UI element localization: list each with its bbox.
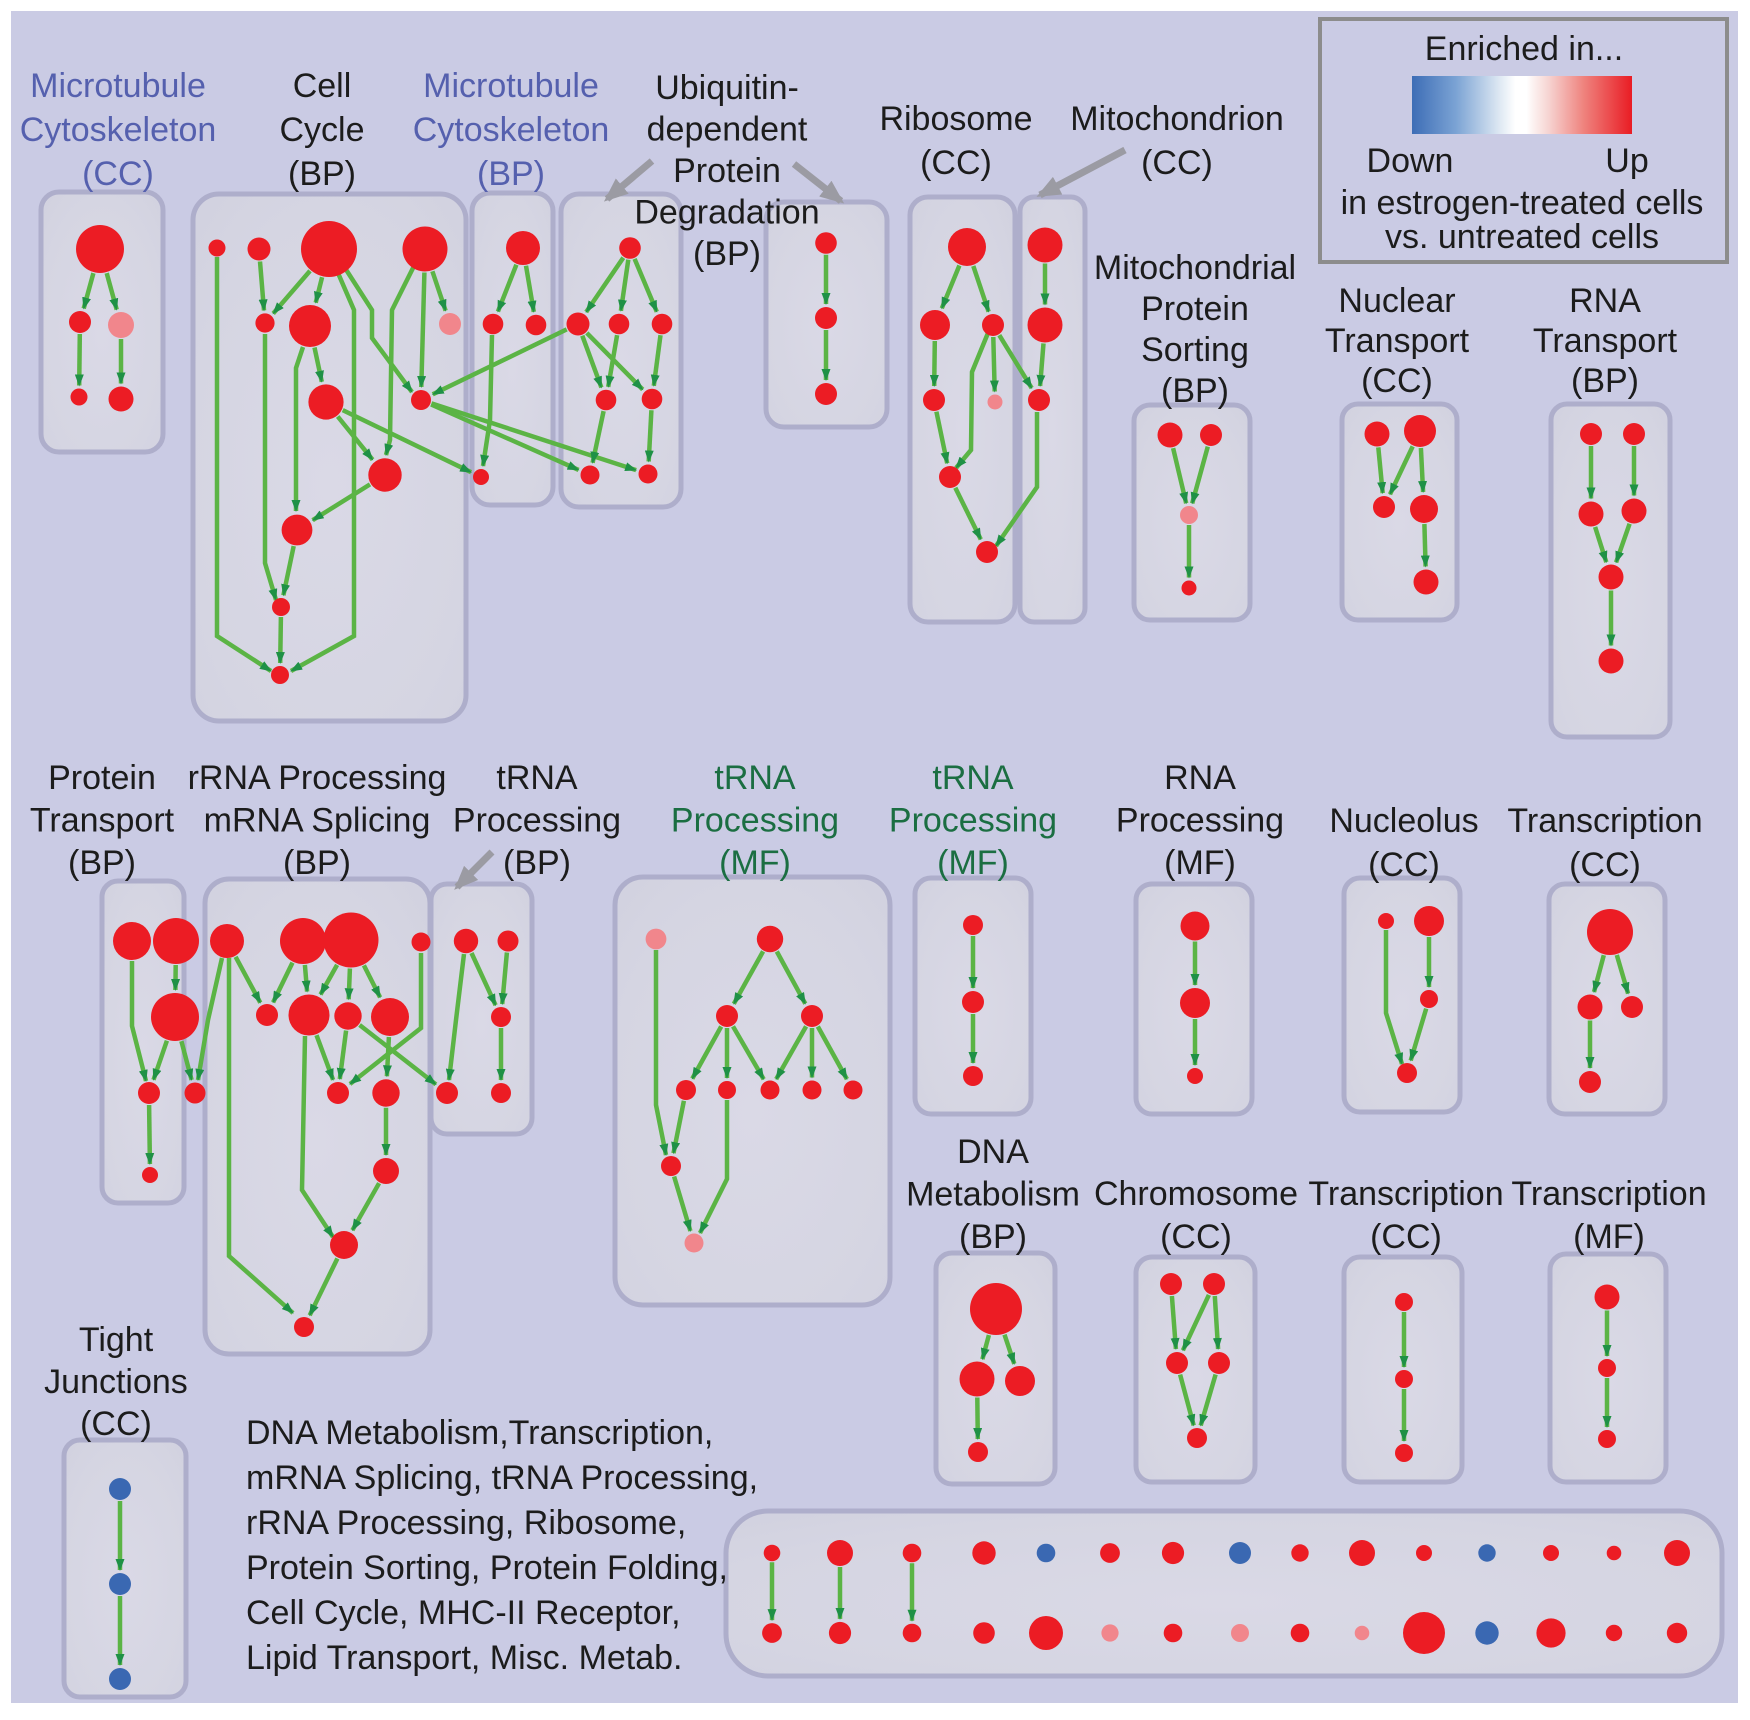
svg-text:Microtubule: Microtubule — [423, 67, 599, 105]
svg-text:Microtubule: Microtubule — [30, 67, 206, 105]
svg-text:Enriched in...: Enriched in... — [1425, 30, 1623, 68]
svg-text:Transcription: Transcription — [1308, 1175, 1503, 1213]
svg-text:rRNA Processing, Ribosome,: rRNA Processing, Ribosome, — [246, 1504, 686, 1542]
svg-text:Transport: Transport — [1533, 322, 1678, 360]
svg-text:(CC): (CC) — [82, 155, 154, 193]
svg-text:RNA: RNA — [1164, 759, 1236, 797]
svg-text:(BP): (BP) — [503, 844, 571, 882]
svg-text:Sorting: Sorting — [1141, 331, 1249, 369]
svg-text:Processing: Processing — [671, 802, 839, 840]
svg-text:tRNA: tRNA — [496, 759, 578, 797]
svg-text:Cell Cycle, MHC-II Receptor,: Cell Cycle, MHC-II Receptor, — [246, 1594, 681, 1632]
svg-text:(BP): (BP) — [1571, 362, 1639, 400]
svg-text:Transport: Transport — [30, 802, 175, 840]
svg-text:mRNA Splicing: mRNA Splicing — [204, 802, 431, 840]
svg-text:Transcription: Transcription — [1507, 802, 1702, 840]
svg-text:Tight: Tight — [79, 1321, 154, 1359]
svg-text:Processing: Processing — [453, 802, 621, 840]
svg-text:Transcription: Transcription — [1511, 1175, 1706, 1213]
svg-text:Metabolism: Metabolism — [906, 1176, 1080, 1214]
svg-text:(CC): (CC) — [1141, 144, 1213, 182]
svg-text:in estrogen-treated cells: in estrogen-treated cells — [1341, 184, 1704, 222]
svg-text:(CC): (CC) — [1370, 1218, 1442, 1256]
svg-text:(MF): (MF) — [719, 844, 791, 882]
svg-text:(BP): (BP) — [959, 1218, 1027, 1256]
svg-text:vs. untreated cells: vs. untreated cells — [1385, 218, 1659, 256]
svg-text:(BP): (BP) — [1161, 372, 1229, 410]
svg-text:(CC): (CC) — [1368, 846, 1440, 884]
svg-text:Cytoskeleton: Cytoskeleton — [20, 111, 217, 149]
svg-text:(BP): (BP) — [477, 155, 545, 193]
svg-text:Transport: Transport — [1325, 322, 1470, 360]
svg-text:Ribosome: Ribosome — [879, 100, 1032, 138]
svg-text:Lipid Transport, Misc. Metab.: Lipid Transport, Misc. Metab. — [246, 1639, 683, 1677]
svg-text:DNA Metabolism,Transcription,: DNA Metabolism,Transcription, — [246, 1414, 713, 1452]
svg-text:RNA: RNA — [1569, 282, 1641, 320]
svg-text:(BP): (BP) — [693, 235, 761, 273]
svg-text:Processing: Processing — [1116, 802, 1284, 840]
svg-text:Cell: Cell — [293, 67, 352, 105]
svg-text:Protein: Protein — [48, 759, 156, 797]
svg-text:(CC): (CC) — [1361, 362, 1433, 400]
svg-text:dependent: dependent — [647, 111, 808, 149]
svg-text:Cycle: Cycle — [279, 111, 364, 149]
svg-text:Up: Up — [1605, 142, 1648, 180]
svg-text:Down: Down — [1367, 142, 1454, 180]
svg-text:(MF): (MF) — [1573, 1218, 1645, 1256]
svg-text:Cytoskeleton: Cytoskeleton — [413, 111, 610, 149]
svg-text:(BP): (BP) — [68, 844, 136, 882]
svg-text:tRNA: tRNA — [714, 759, 796, 797]
svg-text:(BP): (BP) — [288, 155, 356, 193]
svg-text:(CC): (CC) — [920, 144, 992, 182]
svg-text:Protein Sorting, Protein Foldi: Protein Sorting, Protein Folding, — [246, 1549, 728, 1587]
svg-text:(MF): (MF) — [1164, 844, 1236, 882]
svg-text:Protein: Protein — [673, 152, 781, 190]
svg-text:(CC): (CC) — [80, 1405, 152, 1443]
svg-text:Processing: Processing — [889, 802, 1057, 840]
svg-text:DNA: DNA — [957, 1133, 1029, 1171]
svg-text:rRNA Processing: rRNA Processing — [188, 759, 447, 797]
svg-text:Chromosome: Chromosome — [1094, 1175, 1298, 1213]
svg-text:Mitochondrion: Mitochondrion — [1070, 100, 1284, 138]
svg-text:(BP): (BP) — [283, 844, 351, 882]
svg-text:Protein: Protein — [1141, 290, 1249, 328]
svg-text:(MF): (MF) — [937, 844, 1009, 882]
svg-text:Nuclear: Nuclear — [1338, 282, 1455, 320]
svg-text:Junctions: Junctions — [44, 1363, 188, 1401]
svg-text:Mitochondrial: Mitochondrial — [1094, 249, 1296, 287]
svg-text:mRNA Splicing, tRNA Processing: mRNA Splicing, tRNA Processing, — [246, 1459, 758, 1497]
svg-text:Degradation: Degradation — [634, 194, 819, 232]
svg-text:tRNA: tRNA — [932, 759, 1014, 797]
svg-text:Nucleolus: Nucleolus — [1329, 802, 1478, 840]
svg-text:Ubiquitin-: Ubiquitin- — [655, 69, 799, 107]
svg-text:(CC): (CC) — [1160, 1218, 1232, 1256]
svg-text:(CC): (CC) — [1569, 846, 1641, 884]
